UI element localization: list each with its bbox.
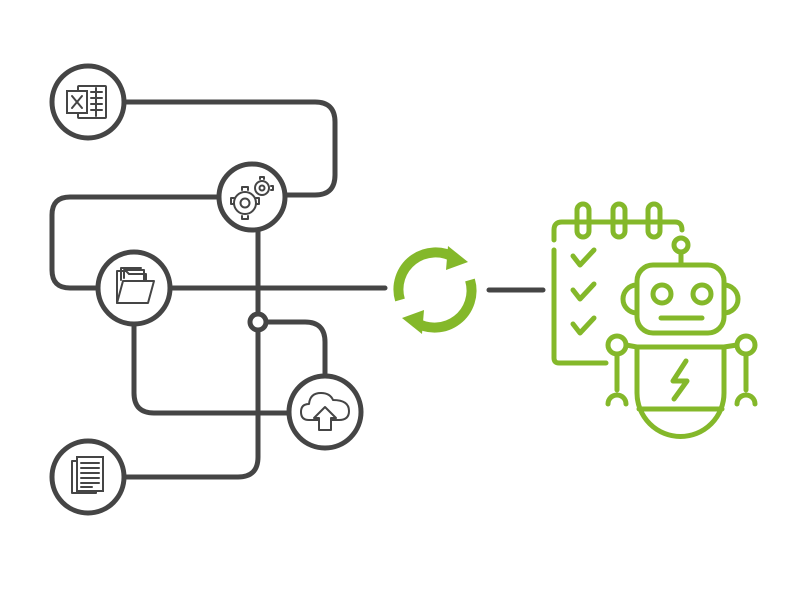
sync-icon [393,246,477,334]
gear-icon [216,161,288,233]
junction-node [247,311,269,333]
excel-icon [49,63,127,141]
connector-junction-cloud [264,319,328,380]
robot-icon [605,235,758,439]
connector-gear-document [121,227,261,480]
connector-excel-gear [121,99,338,198]
connector-folder-cloud [131,321,293,416]
folder-icon [95,249,173,327]
connector-gear-folder [49,194,222,291]
document-icon [49,438,127,516]
checklist-icon [551,201,685,366]
cloud-upload-icon [286,373,364,451]
